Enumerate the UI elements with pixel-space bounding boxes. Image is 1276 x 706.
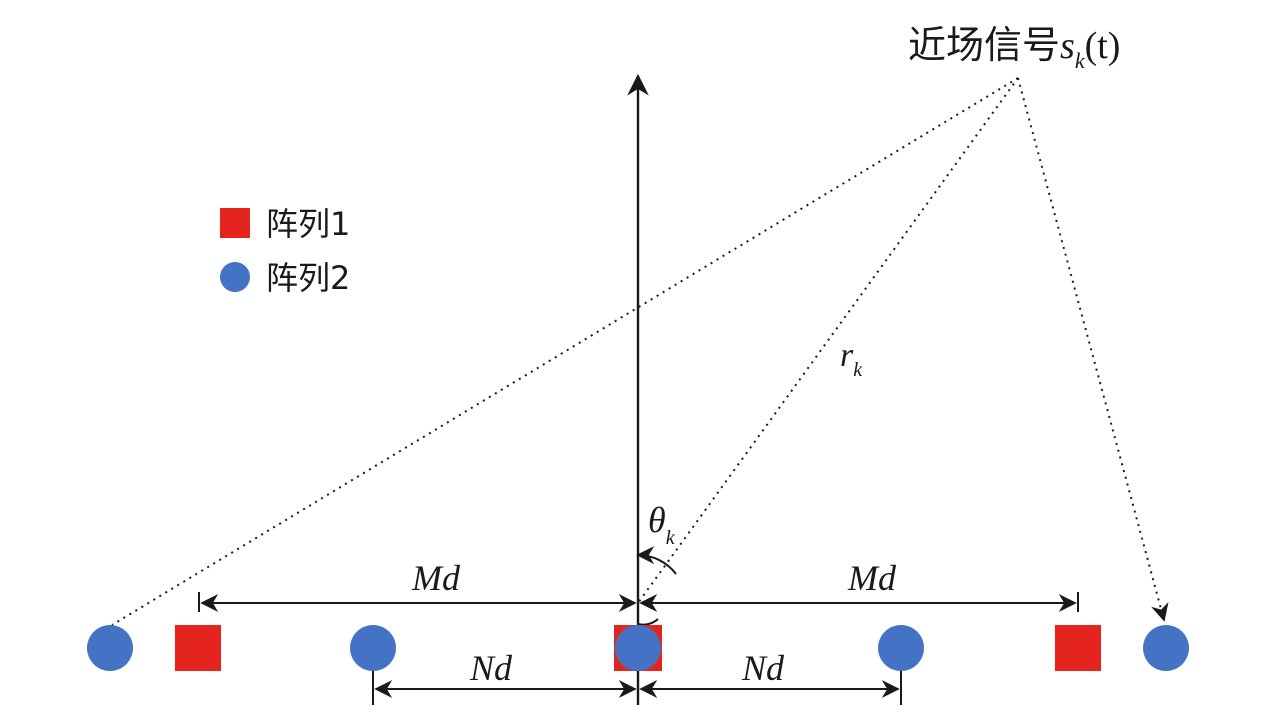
md-right-label: Md [847,558,897,598]
array2-circle [615,625,661,671]
ray-range-rk [637,77,1019,604]
legend-square-swatch [220,208,250,238]
md-left-label: Md [411,558,461,598]
range-symbol: r [840,337,854,374]
nd-left-label: Nd [469,648,513,688]
angle-label: θk [648,500,676,549]
array1-square [175,625,221,671]
array2-circle [87,625,133,671]
array2-circle [878,625,924,671]
array2-circle [350,625,396,671]
angle-symbol: θ [648,500,666,540]
signal-arg: (t) [1085,25,1121,67]
ray-to-left-end [111,77,1019,626]
array1-square [1055,625,1101,671]
legend: 阵列1 阵列2 [220,205,350,297]
legend-circle-swatch [220,262,250,292]
sensor-markers [87,625,1189,671]
legend-label-array2: 阵列2 [266,259,350,297]
signal-label: 近场信号sk(t) [908,23,1120,73]
array2-circle [1143,625,1189,671]
signal-subscript: k [1075,48,1086,73]
signal-symbol: s [1060,25,1075,67]
nd-right-label: Nd [741,648,785,688]
ray-to-right-end [1017,77,1169,622]
angle-arc [636,546,677,575]
range-subscript: k [853,359,863,381]
signal-label-cn: 近场信号 [908,23,1060,67]
legend-label-array1: 阵列1 [266,205,350,243]
angle-subscript: k [666,527,676,549]
range-label: rk [840,337,863,381]
small-arc [637,618,659,626]
